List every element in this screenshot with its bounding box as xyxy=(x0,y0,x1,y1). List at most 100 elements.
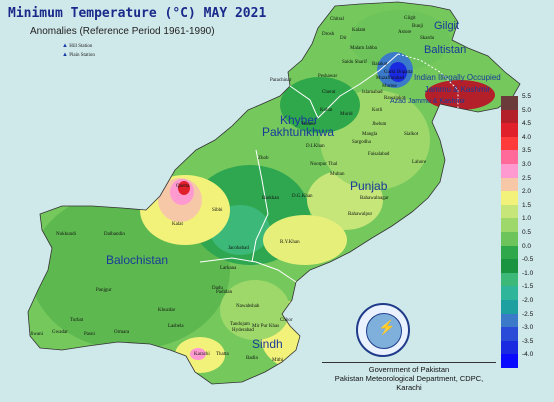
colorbar-cell: -3.5 xyxy=(501,338,533,355)
region-label-ajk: Azad Jammu & Kashmir xyxy=(390,98,466,105)
city-label: Zhob xyxy=(258,156,269,161)
city-label: Thatta xyxy=(216,352,229,357)
city-label: Chhor xyxy=(280,318,293,323)
station-legend: ▲ Hill Station ▲ Plain Station xyxy=(62,42,95,60)
city-label: Kalat xyxy=(172,222,183,227)
city-label: Faisalabad xyxy=(368,152,390,157)
city-label: Turbat xyxy=(70,318,84,323)
colorbar-tick-label: 4.5 xyxy=(522,120,532,128)
colorbar-tick-label: -1.5 xyxy=(522,283,534,291)
city-label: Kohat xyxy=(320,108,333,113)
city-label: Barkhan xyxy=(262,196,279,201)
colorbar-cell: -3.0 xyxy=(501,324,533,341)
colorbar-cell: 5.0 xyxy=(501,107,531,124)
lightning-icon: ⚡ xyxy=(378,319,396,335)
city-label: Peshawar xyxy=(318,74,338,79)
city-label: Bunji xyxy=(412,24,424,29)
colorbar-cell: 3.0 xyxy=(501,161,531,178)
colorbar-tick-label: 1.0 xyxy=(522,215,532,223)
city-label: Gwadar xyxy=(52,330,68,335)
city-label: Bahawalpur xyxy=(348,212,373,217)
city-label: Badin xyxy=(246,356,258,361)
colorbar-cell: 4.5 xyxy=(501,120,531,137)
colorbar-cell: 1.0 xyxy=(501,215,531,232)
city-label: Noorpur Thal xyxy=(310,162,338,167)
city-label: Malam Jabba xyxy=(350,46,377,51)
city-label: Padidan xyxy=(216,290,233,295)
city-label: Astore xyxy=(398,30,412,35)
city-label: Balakot xyxy=(372,62,388,67)
city-label: Ormara xyxy=(114,330,130,335)
city-label: Murree xyxy=(382,84,397,89)
credit-block: Government of Pakistan Pakistan Meteorol… xyxy=(322,362,496,392)
colorbar-cell: 5.5 xyxy=(501,93,531,110)
colorbar-cell: 0.5 xyxy=(501,229,531,246)
colorbar-tick-label: -3.0 xyxy=(522,324,534,332)
colorbar-tick-label: -2.5 xyxy=(522,310,534,318)
city-label: Multan xyxy=(330,172,345,177)
logo-emblem xyxy=(366,313,402,349)
city-label: Quetta xyxy=(176,184,190,189)
city-label: Bahawalnagar xyxy=(360,196,389,201)
city-label: Mithi xyxy=(272,358,284,363)
colorbar-tick-label: -0.5 xyxy=(522,256,534,264)
colorbar-tick-label: -3.5 xyxy=(522,337,534,345)
hill-station-icon: ▲ xyxy=(62,43,68,49)
colorbar-cell: -1.5 xyxy=(501,283,533,300)
colorbar-tick-label: -4.0 xyxy=(522,351,534,359)
city-label: Larkana xyxy=(220,266,237,271)
city-label: Cherat xyxy=(322,90,336,95)
colorbar-tick-label: 5.5 xyxy=(522,93,532,100)
colorbar-cell: 2.5 xyxy=(501,175,531,192)
city-label: Jiwani xyxy=(30,332,44,337)
city-label: Mangla xyxy=(362,132,378,137)
credit-department: Pakistan Meteorological Department, CDPC… xyxy=(334,374,484,392)
map-subtitle: Anomalies (Reference Period 1961-1990) xyxy=(30,26,215,37)
city-label: Lahore xyxy=(412,160,427,165)
city-label: R.Y.Khan xyxy=(280,240,300,245)
region-label-gilgit: Gilgit xyxy=(434,20,460,32)
city-label: Hyderabad xyxy=(232,328,254,333)
colorbar-cell: -0.5 xyxy=(501,256,533,273)
colorbar-tick-label: 2.0 xyxy=(522,188,532,196)
credit-government: Government of Pakistan xyxy=(368,365,450,374)
city-label: Kotli xyxy=(372,108,383,113)
city-label: Lasbela xyxy=(168,324,184,329)
city-label: Parachinar xyxy=(270,78,292,83)
city-label: Bannu xyxy=(302,122,316,127)
city-label: Sialkot xyxy=(404,132,419,137)
colorbar-tick-label: 0.5 xyxy=(522,228,532,236)
colorbar-cell: 4.0 xyxy=(501,134,531,151)
colorbar-cell: -2.5 xyxy=(501,311,533,328)
city-label: Jacobabad xyxy=(228,246,249,251)
city-label: Muzaffarabad xyxy=(376,76,404,81)
hill-station-label: Hill Station xyxy=(69,44,93,49)
colorbar-tick-label: 0.0 xyxy=(522,242,532,250)
city-label: Islamabad xyxy=(362,90,383,95)
region-label-pakhtunkhwa: Pakhtunkhwa xyxy=(262,125,335,139)
city-label: D.G.Khan xyxy=(292,194,313,199)
colorbar-cell: 0.0 xyxy=(501,243,531,260)
city-label: Mir Pur Khas xyxy=(252,324,280,329)
city-label: Sargodha xyxy=(352,140,371,145)
city-label: Murid xyxy=(340,112,353,117)
city-label: Karachi xyxy=(194,352,210,357)
city-label: Chitral xyxy=(330,17,344,22)
region-label-khyber: Khyber xyxy=(280,113,319,127)
region-label-punjab: Punjab xyxy=(350,179,388,193)
city-label: Sibbi xyxy=(212,208,223,213)
colorbar-cell: 2.0 xyxy=(501,188,531,205)
colorbar-cell: -4.0 xyxy=(501,351,533,368)
colorbar-tick-label: 3.0 xyxy=(522,160,532,168)
colorbar-tick-label: 2.5 xyxy=(522,174,532,182)
region-label-baltistan: Baltistan xyxy=(424,44,467,56)
city-label: Kalam xyxy=(352,28,366,33)
colorbar-tick-label: -2.0 xyxy=(522,296,534,304)
colorbar-tick-label: 4.0 xyxy=(522,133,532,141)
city-label: Pasni xyxy=(84,332,95,337)
colorbar-cell: -1.0 xyxy=(501,270,533,287)
region-label-sindh: Sindh xyxy=(252,337,283,351)
city-label: Garhi Dupatta xyxy=(384,70,413,75)
